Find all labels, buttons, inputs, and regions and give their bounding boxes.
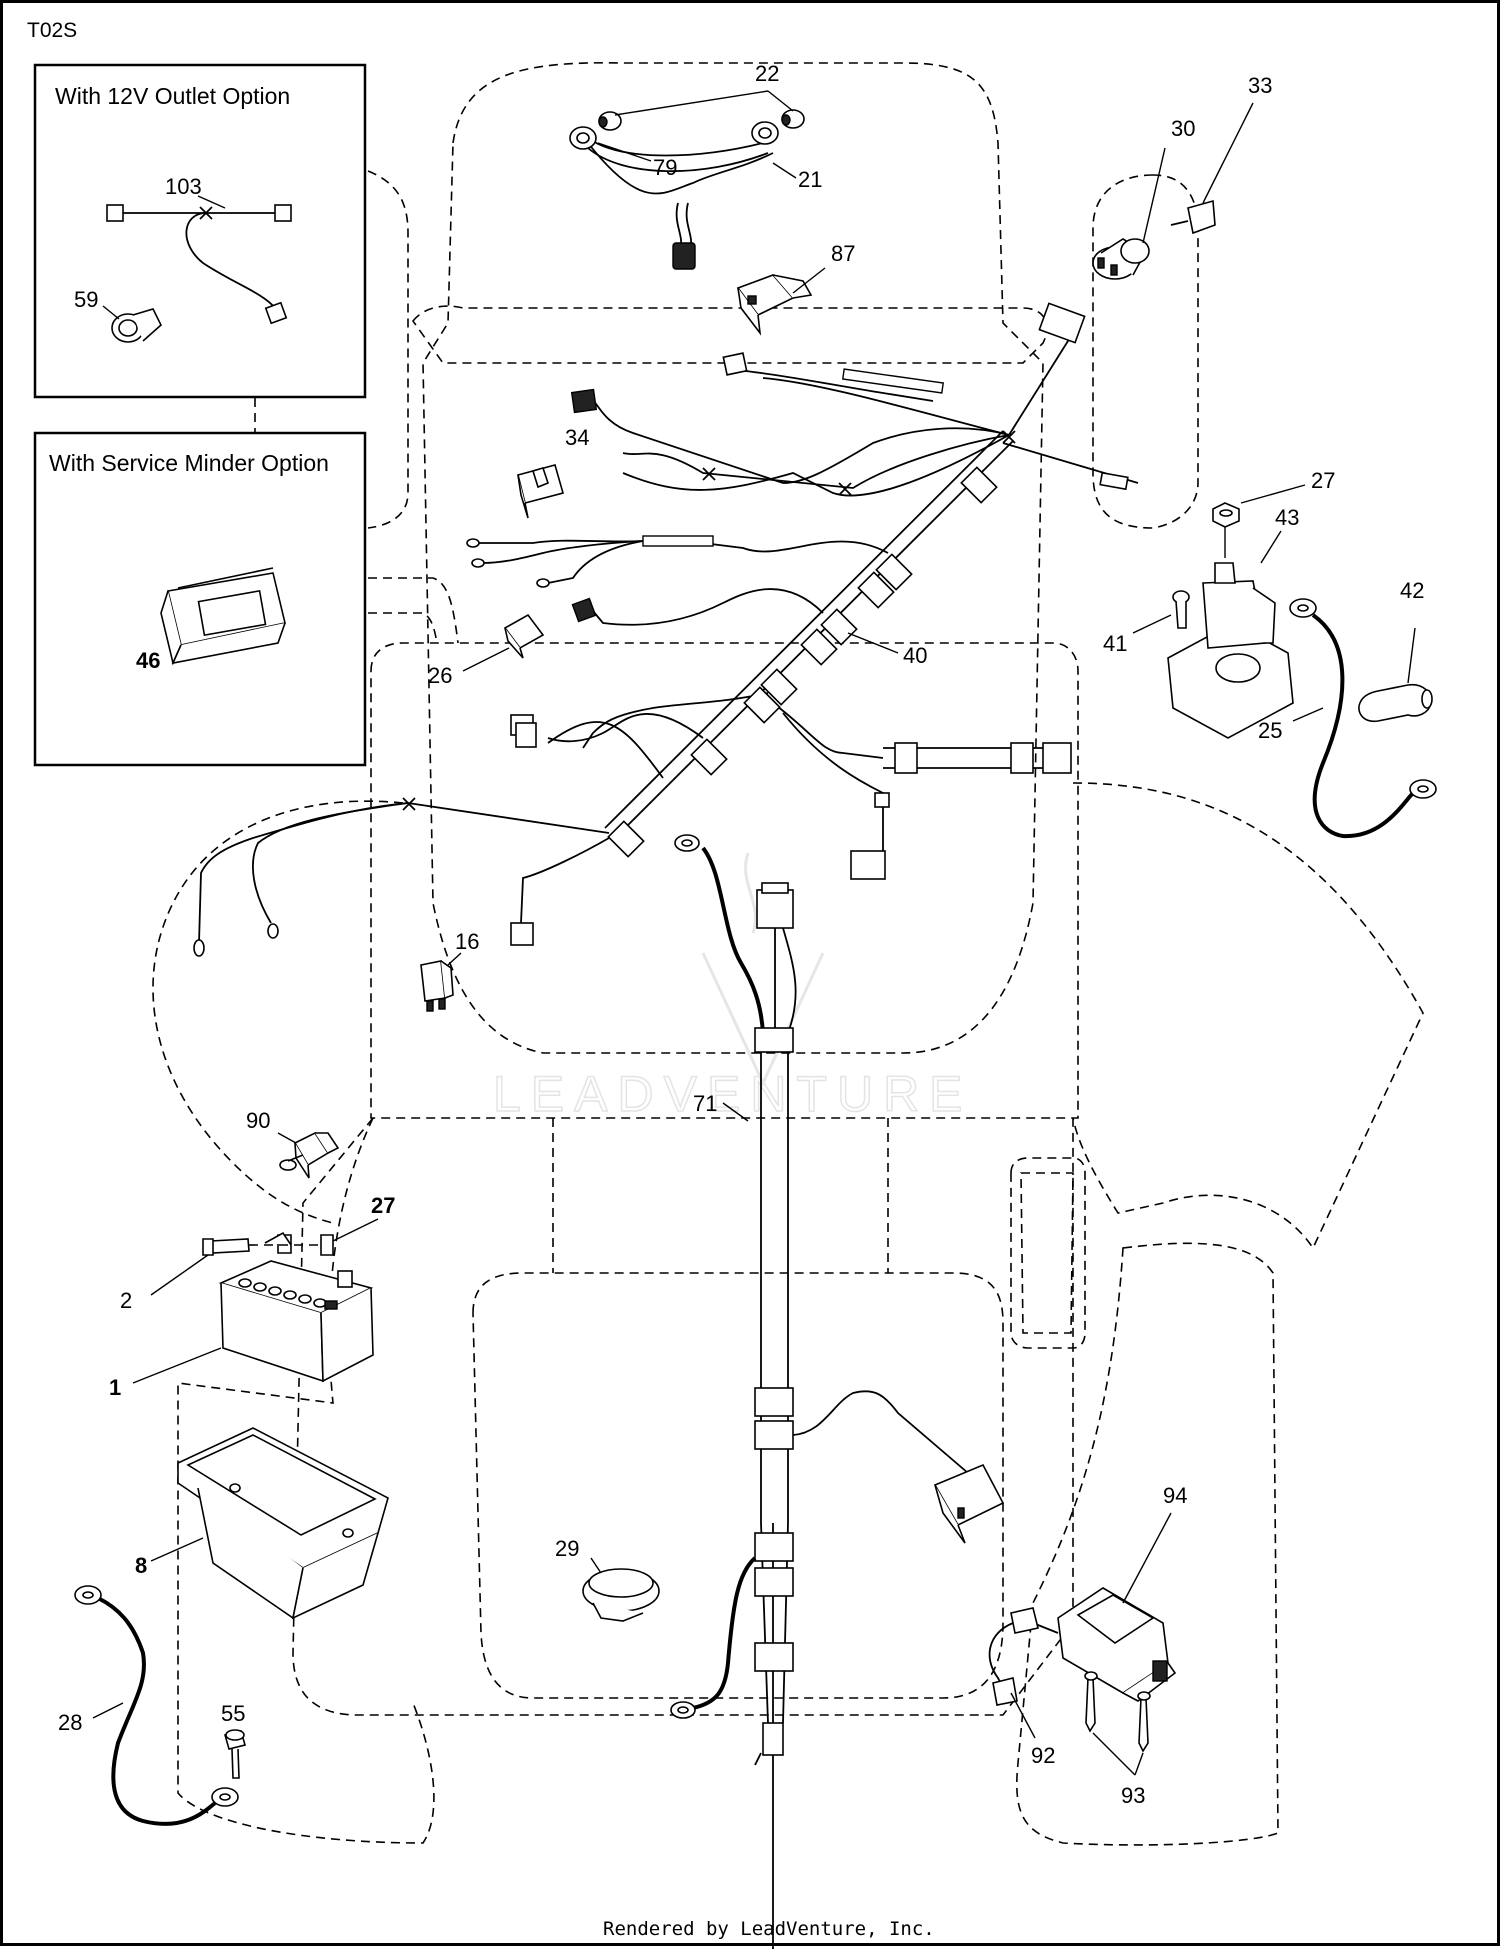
connector-103-right	[274, 204, 292, 222]
bulb-22-left	[598, 111, 622, 131]
cable-71-end-boot	[762, 1722, 784, 1756]
cable-71-clamp-1	[754, 1027, 794, 1053]
connector-103-bottom	[264, 301, 288, 325]
harness-clamp-right-b	[1010, 742, 1034, 774]
callout-30: 30	[1171, 116, 1195, 141]
fuse-26	[503, 613, 545, 659]
harness-92	[988, 1607, 1059, 1706]
page-id: T02S	[27, 19, 77, 42]
harness-ignition-connector	[1038, 302, 1086, 344]
cable-71-clamp-5	[754, 1567, 794, 1597]
option-box-12v-outlet: With 12V Outlet Option 103 59	[33, 63, 367, 399]
callout-25: 25	[1258, 718, 1282, 743]
rocker-switch-34	[517, 464, 564, 519]
starter-solenoid-43	[1167, 562, 1294, 739]
callout-26: 26	[428, 663, 452, 688]
watermark: LEADVENTURE	[493, 1066, 973, 1122]
nut-27-battery	[320, 1234, 334, 1256]
grommet-29	[582, 1568, 660, 1622]
headlight-harness-connector	[672, 242, 696, 270]
footer-credit: Rendered by LeadVenture, Inc.	[603, 1918, 935, 1940]
connector-16	[420, 960, 454, 1012]
harness-clamp-right-a	[894, 742, 918, 774]
callout-27-battery: 27	[371, 1193, 395, 1218]
headlight-harness-21	[587, 137, 774, 270]
option-box-service-minder: With Service Minder Option 46	[33, 431, 367, 767]
cable-71-plug	[756, 889, 794, 929]
harness-plug-right	[1042, 742, 1072, 774]
callout-28: 28	[58, 1710, 82, 1735]
cable-71-connector-right	[933, 1463, 1005, 1544]
seat-switch-94	[1057, 1587, 1177, 1702]
harness-connector-bottom-left	[510, 922, 534, 946]
terminal-boot-42	[1358, 683, 1433, 723]
callout-87: 87	[831, 241, 855, 266]
callout-42: 42	[1400, 578, 1424, 603]
option-box-12v-title: With 12V Outlet Option	[55, 83, 290, 109]
callout-43: 43	[1275, 505, 1299, 530]
callout-55: 55	[221, 1701, 245, 1726]
ignition-switch-30	[1092, 238, 1150, 280]
bulb-22-right	[781, 109, 805, 129]
callout-103: 103	[165, 174, 202, 199]
callout-8: 8	[135, 1553, 147, 1578]
nut-27-solenoid	[1212, 502, 1240, 558]
callout-90: 90	[246, 1108, 270, 1133]
battery-tray-8	[177, 1427, 389, 1620]
cable-71-clamp-6	[754, 1642, 794, 1672]
harness-headlight-connector	[722, 352, 748, 376]
callout-93: 93	[1121, 1783, 1145, 1808]
relay-87	[736, 274, 813, 336]
screws-93	[1084, 1671, 1151, 1753]
callout-59: 59	[74, 287, 98, 312]
wiring-diagram: T02S LEADVENTURE	[27, 19, 1437, 1949]
battery-cable-71	[670, 834, 1005, 1949]
callout-29: 29	[555, 1536, 579, 1561]
battery-1	[218, 1260, 374, 1383]
callout-1: 1	[109, 1375, 121, 1400]
callout-46: 46	[136, 648, 160, 673]
callout-79: 79	[653, 155, 677, 180]
harness-brake-connector	[850, 850, 886, 880]
bolt-41	[1172, 590, 1190, 629]
callout-16: 16	[455, 929, 479, 954]
callout-92: 92	[1031, 1743, 1055, 1768]
callout-2: 2	[120, 1288, 132, 1313]
cable-71-clamp-4	[754, 1532, 794, 1562]
cable-25	[1289, 598, 1437, 839]
bolt-55	[224, 1729, 246, 1779]
headlight-left-79	[569, 126, 597, 150]
cable-71-clamp-2	[754, 1387, 794, 1417]
headlight-right-79	[751, 121, 779, 145]
ground-cable-28	[74, 1585, 239, 1826]
ignition-key-33	[1170, 199, 1216, 235]
option-box-service-minder-title: With Service Minder Option	[49, 450, 329, 476]
callout-22: 22	[755, 61, 779, 86]
callout-94: 94	[1163, 1483, 1187, 1508]
main-harness-40	[193, 302, 1139, 957]
service-minder-46	[160, 567, 286, 666]
callout-34: 34	[565, 425, 589, 450]
callout-71: 71	[693, 1091, 717, 1116]
callout-21: 21	[798, 167, 822, 192]
callout-33: 33	[1248, 73, 1272, 98]
switch-90	[279, 1131, 340, 1179]
callout-40: 40	[903, 643, 927, 668]
callout-27-solenoid: 27	[1311, 468, 1335, 493]
bolt-2	[202, 1231, 292, 1256]
12v-outlet-59	[111, 308, 162, 343]
cable-71-clamp-3	[754, 1420, 794, 1450]
watermark-logo	[701, 852, 825, 1087]
harness-pto-connector	[570, 388, 598, 414]
connector-103-left	[106, 204, 124, 222]
callout-41: 41	[1103, 631, 1127, 656]
